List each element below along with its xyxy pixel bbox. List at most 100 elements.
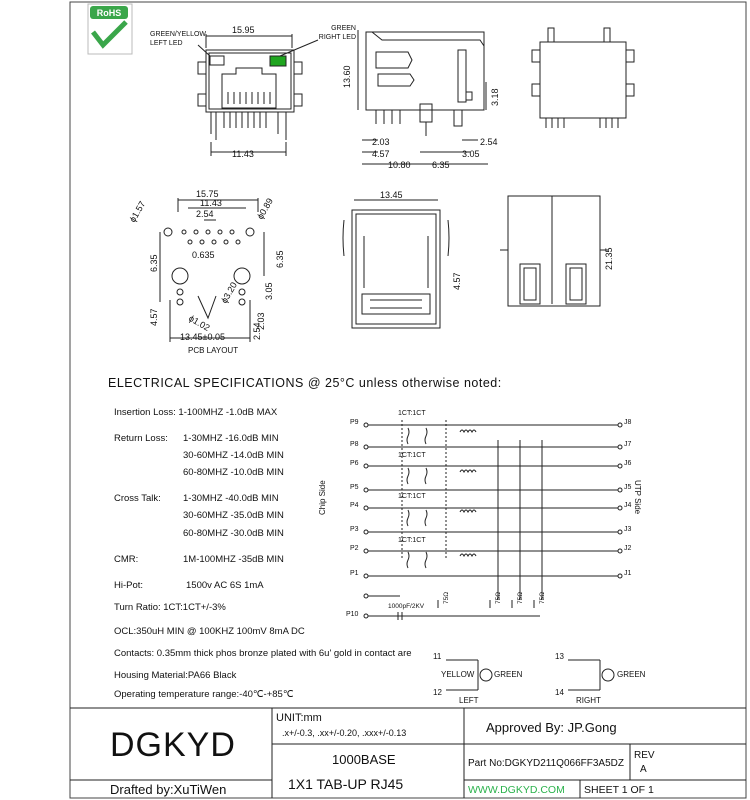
cap-label: 1000pF/2KV <box>388 603 425 610</box>
right-led-label: GREEN RIGHT LED <box>318 25 356 41</box>
pin-p10: P10 <box>346 611 359 618</box>
utp-side-label: UTP Side <box>633 480 642 515</box>
led-right-name: RIGHT <box>576 696 601 705</box>
spec-cmr-label: CMR: <box>114 554 139 565</box>
spec-turn: Turn Ratio: 1CT:1CT+/-3% <box>114 602 226 613</box>
spec-insertion: Insertion Loss: 1-100MHZ -1.0dB MAX <box>114 407 278 418</box>
ratio-label-2: 1CT:1CT <box>398 452 426 459</box>
dim-side-1080: 10.80 <box>388 160 411 170</box>
approved-by: Approved By: JP.Gong <box>486 720 617 735</box>
rear-3d-view <box>500 195 608 307</box>
ratio-label-4: 1CT:1CT <box>398 537 426 544</box>
spec-cross-2: 30-60MHZ -35.0dB MIN <box>183 510 284 521</box>
title-block-lines <box>70 707 746 798</box>
dim-front-bottom: 11.43 <box>232 149 254 159</box>
res-label-1: 75Ω <box>443 591 450 604</box>
led-pin-11: 11 <box>433 652 442 661</box>
led-left-green: GREEN <box>494 670 523 679</box>
pin-j8: J8 <box>624 419 632 426</box>
left-led-label: GREEN/YELLOW LEFT LED <box>150 31 207 47</box>
pin-j5: J5 <box>624 484 632 491</box>
front-view <box>197 34 303 156</box>
ratio-label-3: 1CT:1CT <box>398 493 426 500</box>
dim-pcb-254b: 2.54 <box>252 322 262 340</box>
chip-side-label: Chip Side <box>318 480 327 515</box>
dim-pcb-0635: 0.635 <box>192 250 215 260</box>
spec-housing: Housing Material:PA66 Black <box>114 670 237 681</box>
rohs-text: RoHS <box>97 8 122 18</box>
dim-pcb-157: ϕ1.57 <box>127 199 147 224</box>
page-frame <box>69 1 747 799</box>
pin-p9: P9 <box>350 419 359 426</box>
spec-cross-3: 60-80MHZ -30.0dB MIN <box>183 528 284 539</box>
led-left-name: LEFT <box>459 696 479 705</box>
pcb-layout <box>159 198 265 342</box>
spec-cmr: 1M-100MHZ -35dB MIN <box>183 554 284 565</box>
schematic <box>363 420 623 620</box>
pin-j7: J7 <box>624 441 632 448</box>
dim-side-635: 6.35 <box>432 160 450 170</box>
rohs-logo: RoHS <box>87 3 133 55</box>
company-name: DGKYD <box>110 726 236 764</box>
product-line-2: 1X1 TAB-UP RJ45 <box>288 776 404 792</box>
dim-pcb-1575: 15.75 <box>196 189 219 199</box>
pin-p6: P6 <box>350 460 359 467</box>
pcb-layout-title: PCB LAYOUT <box>188 346 238 355</box>
spec-temp: Operating temperature range:-40℃-+85℃ <box>114 689 294 700</box>
spec-return-3: 60-80MHZ -10.0dB MIN <box>183 467 284 478</box>
product-line-1: 1000BASE <box>332 752 396 767</box>
sheet-number: SHEET 1 OF 1 <box>584 784 654 796</box>
pin-j3: J3 <box>624 526 632 533</box>
dim-pcb-254: 2.54 <box>196 209 214 219</box>
dim-rear-2135: 21.35 <box>604 247 614 270</box>
dim-side-254: 2.54 <box>480 137 498 147</box>
bottom-view <box>342 199 450 329</box>
dim-front-width: 15.95 <box>232 25 255 35</box>
res-label-4: 75Ω <box>539 591 546 604</box>
side-view <box>357 30 488 165</box>
led-right-green: GREEN <box>617 670 646 679</box>
led-diagram <box>446 659 615 691</box>
dim-pcb-457: 4.57 <box>149 308 159 326</box>
res-label-3: 75Ω <box>517 591 524 604</box>
rev-value: A <box>640 764 647 775</box>
led-pin-12: 12 <box>433 688 442 697</box>
dim-side-318: 3.18 <box>490 88 500 106</box>
led-left-yellow: YELLOW <box>441 670 475 679</box>
pin-j2: J2 <box>624 545 632 552</box>
dim-side-203: 2.03 <box>372 137 390 147</box>
dim-side-457: 4.57 <box>372 149 390 159</box>
rev-label: REV <box>634 750 655 761</box>
dim-pcb-320: ϕ3.20 <box>219 280 239 305</box>
res-label-2: 75Ω <box>495 591 502 604</box>
rear-view <box>531 27 635 128</box>
pin-j6: J6 <box>624 460 632 467</box>
dim-bottom-1345: 13.45 <box>380 190 403 200</box>
spec-return-2: 30-60MHZ -14.0dB MIN <box>183 450 284 461</box>
dim-side-305: 3.05 <box>462 149 480 159</box>
pin-j4: J4 <box>624 502 632 509</box>
dim-pcb-1143: 11.43 <box>200 198 222 208</box>
green-led-icon <box>269 55 287 67</box>
spec-hipot: 1500v AC 6S 1mA <box>186 580 264 591</box>
pin-p2: P2 <box>350 545 359 552</box>
dim-side-height: 13.60 <box>342 65 352 88</box>
dim-pcb-305: 3.05 <box>264 282 274 300</box>
specs-heading: ELECTRICAL SPECIFICATIONS @ 25°C unless … <box>108 376 502 390</box>
spec-contacts: Contacts: 0.35mm thick phos bronze plate… <box>114 648 412 659</box>
pin-p8: P8 <box>350 441 359 448</box>
spec-return-label: Return Loss: <box>114 433 168 444</box>
dim-pcb-203: 2.03 <box>256 312 266 330</box>
ratio-label-1: 1CT:1CT <box>398 410 426 417</box>
dim-pcb-635b: 6.35 <box>275 250 285 268</box>
drafted-by: Drafted by:XuTiWen <box>110 782 227 797</box>
dim-pcb-102: ϕ1.02 <box>187 313 212 333</box>
led-pin-14: 14 <box>555 688 564 697</box>
website-link[interactable]: WWW.DGKYD.COM <box>468 784 565 796</box>
pin-j1: J1 <box>624 570 632 577</box>
led-pin-13: 13 <box>555 652 564 661</box>
tolerance: .x+/-0.3, .xx+/-0.20, .xxx+/-0.13 <box>282 728 407 738</box>
spec-ocl: OCL:350uH MIN @ 100KHZ 100mV 8mA DC <box>114 626 305 637</box>
spec-return-1: 1-30MHZ -16.0dB MIN <box>183 433 279 444</box>
